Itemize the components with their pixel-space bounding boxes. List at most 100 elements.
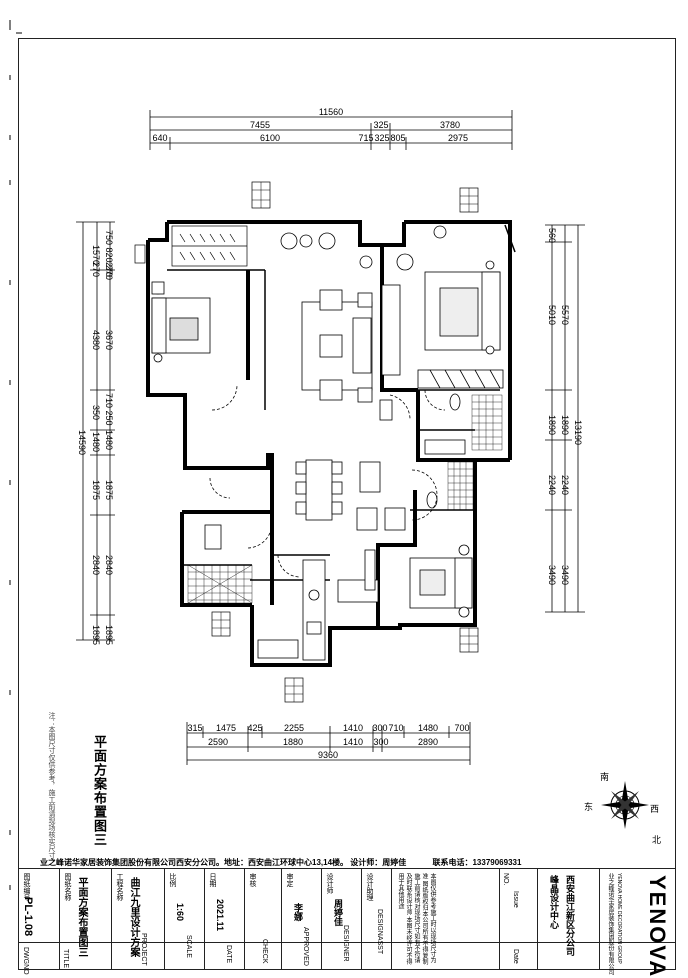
svg-text:2590: 2590 xyxy=(208,737,228,747)
svg-text:640: 640 xyxy=(152,133,167,143)
svg-text:1410: 1410 xyxy=(343,723,363,733)
wardrobe xyxy=(171,225,248,267)
left-dimension-text: 1570 750 820 270 270 270 4380 3670 710 2… xyxy=(77,230,114,645)
kitchen xyxy=(204,524,379,661)
svg-text:325: 325 xyxy=(373,120,388,130)
design-center: 峰晶设计中心 xyxy=(549,875,559,929)
window-lines xyxy=(212,182,478,702)
bottom-dimension-lines xyxy=(186,722,471,765)
svg-text:710 250: 710 250 xyxy=(104,393,114,426)
drawing-name: 平面方案布置图三 xyxy=(76,877,87,957)
svg-text:1475: 1475 xyxy=(216,723,236,733)
svg-text:300: 300 xyxy=(373,737,388,747)
tb-branch-cell: 峰晶设计中心 西安曲江新区分公司 xyxy=(537,869,597,969)
svg-text:14590: 14590 xyxy=(77,430,87,455)
svg-text:1890: 1890 xyxy=(560,415,570,435)
company-footer: 业之峰诺华家居装饰集团股份有限公司西安分公司。地址：西安曲江环球中心13,14楼… xyxy=(40,857,660,868)
top-dimension-text: 11560 7455 325 3780 640 6100 715 325 805… xyxy=(152,107,468,143)
svg-text:3490: 3490 xyxy=(560,565,570,585)
tb-assistant-cell: 设计助理 DESIGNASST xyxy=(361,869,387,969)
bed-master xyxy=(417,225,504,389)
bath-fixtures xyxy=(379,393,466,509)
project-name: 曲江九里设计方案 xyxy=(128,877,139,957)
svg-text:4380: 4380 xyxy=(91,330,101,350)
tb-scale-cell: 比例 1:60 SCALE xyxy=(164,869,196,969)
svg-text:1480: 1480 xyxy=(91,432,101,452)
company-info: 业之峰诺华家居装饰集团股份有限公司西安分公司。地址：西安曲江环球中心13,14楼… xyxy=(40,858,407,867)
svg-text:1895: 1895 xyxy=(91,625,101,645)
svg-text:1895: 1895 xyxy=(104,625,114,645)
walls xyxy=(146,220,512,667)
bath-tiles xyxy=(187,394,503,604)
svg-text:1875: 1875 xyxy=(104,480,114,500)
tb-revision-cell: NO. Issue Date xyxy=(499,869,535,969)
date-value: 2021.11 xyxy=(215,899,225,932)
svg-text:1880: 1880 xyxy=(283,737,303,747)
title-block: 图纸编号 PL-1.08 DWGNO 图纸名称 平面方案布置图三 TITLE 工… xyxy=(18,868,677,978)
tb-notes-cell: 本图仅供参考施工时以现场尺寸为准 图纸版权归本公司所有不得复制 施工前请核对现场… xyxy=(391,869,471,969)
svg-text:6100: 6100 xyxy=(260,133,280,143)
svg-text:1480: 1480 xyxy=(418,723,438,733)
tb-brand-cell: 业之峰诺华家居装饰集团股份有限公司 YENOVA HOME DECORATION… xyxy=(599,869,677,978)
svg-text:5570: 5570 xyxy=(560,305,570,325)
svg-text:3780: 3780 xyxy=(440,120,460,130)
tb-date-cell: 日期 2021.11 DATE xyxy=(204,869,236,969)
bottom-dimension-text: 315 1475 425 2255 1410 300 710 1480 700 … xyxy=(187,723,469,760)
svg-text:7455: 7455 xyxy=(250,120,270,130)
svg-text:315: 315 xyxy=(187,723,202,733)
compass-rose xyxy=(601,781,649,829)
svg-text:560: 560 xyxy=(547,228,557,243)
tb-dwgno-cell: 图纸编号 PL-1.08 DWGNO xyxy=(22,873,34,975)
svg-text:710: 710 xyxy=(388,723,403,733)
svg-text:1410: 1410 xyxy=(343,737,363,747)
svg-text:805: 805 xyxy=(390,133,405,143)
svg-text:1480: 1480 xyxy=(104,430,114,450)
bed-secondary xyxy=(409,544,473,618)
tb-check-cell: 审核 CHECK xyxy=(244,869,272,969)
svg-text:270: 270 xyxy=(91,262,101,277)
right-dimension-lines xyxy=(545,224,585,613)
svg-text:1875: 1875 xyxy=(91,480,101,500)
svg-text:1570: 1570 xyxy=(91,245,101,265)
svg-text:2255: 2255 xyxy=(284,723,304,733)
svg-text:700: 700 xyxy=(454,723,469,733)
tb-title-cell: 图纸名称 平面方案布置图三 TITLE xyxy=(59,869,99,969)
svg-text:2240: 2240 xyxy=(560,475,570,495)
living-furniture xyxy=(280,232,414,403)
svg-text:750 820 270: 750 820 270 xyxy=(104,230,114,280)
drawing-number: PL-1.08 xyxy=(22,897,34,937)
svg-text:5010: 5010 xyxy=(547,305,557,325)
svg-text:2840: 2840 xyxy=(104,555,114,575)
svg-text:13190: 13190 xyxy=(573,420,583,445)
brand-logo: YENOVA xyxy=(645,875,670,978)
tb-approved-cell: 审定 李娜 APPROVED xyxy=(281,869,311,969)
scale-value: 1:60 xyxy=(175,903,185,922)
svg-text:2240: 2240 xyxy=(547,475,557,495)
svg-text:9360: 9360 xyxy=(318,750,338,760)
svg-text:350: 350 xyxy=(91,405,101,420)
tb-notes-text: 本图仅供参考施工时以现场尺寸为准 图纸版权归本公司所有不得复制 施工前请核对现场… xyxy=(397,873,435,965)
svg-text:3490: 3490 xyxy=(547,565,557,585)
compass-west: 西 xyxy=(650,804,660,814)
svg-text:1890: 1890 xyxy=(547,415,557,435)
designer-value: 周婷佳 xyxy=(333,899,343,926)
bed-left xyxy=(151,281,211,363)
svg-text:2890: 2890 xyxy=(418,737,438,747)
compass-east: 东 xyxy=(584,802,594,812)
compass-north: 北 xyxy=(652,835,662,845)
svg-text:300: 300 xyxy=(372,723,387,733)
svg-text:270: 270 xyxy=(104,262,114,277)
drawing-note: 注：本图尺寸仅供参考，施工前请现场核实尺寸。 xyxy=(48,712,55,866)
drawing-title: 平面方案布置图三 xyxy=(92,735,107,847)
svg-text:715: 715 xyxy=(358,133,373,143)
drawing-frame xyxy=(18,38,676,943)
svg-text:2840: 2840 xyxy=(91,555,101,575)
company-phone: 联系电话：13379069331 xyxy=(432,858,522,867)
dim-top-overall: 11560 xyxy=(319,107,343,117)
svg-text:325: 325 xyxy=(374,133,389,143)
branch-name: 西安曲江新区分公司 xyxy=(565,875,575,956)
left-dimension-lines xyxy=(76,221,115,641)
top-dimension-lines xyxy=(149,110,513,150)
svg-text:425: 425 xyxy=(247,723,262,733)
